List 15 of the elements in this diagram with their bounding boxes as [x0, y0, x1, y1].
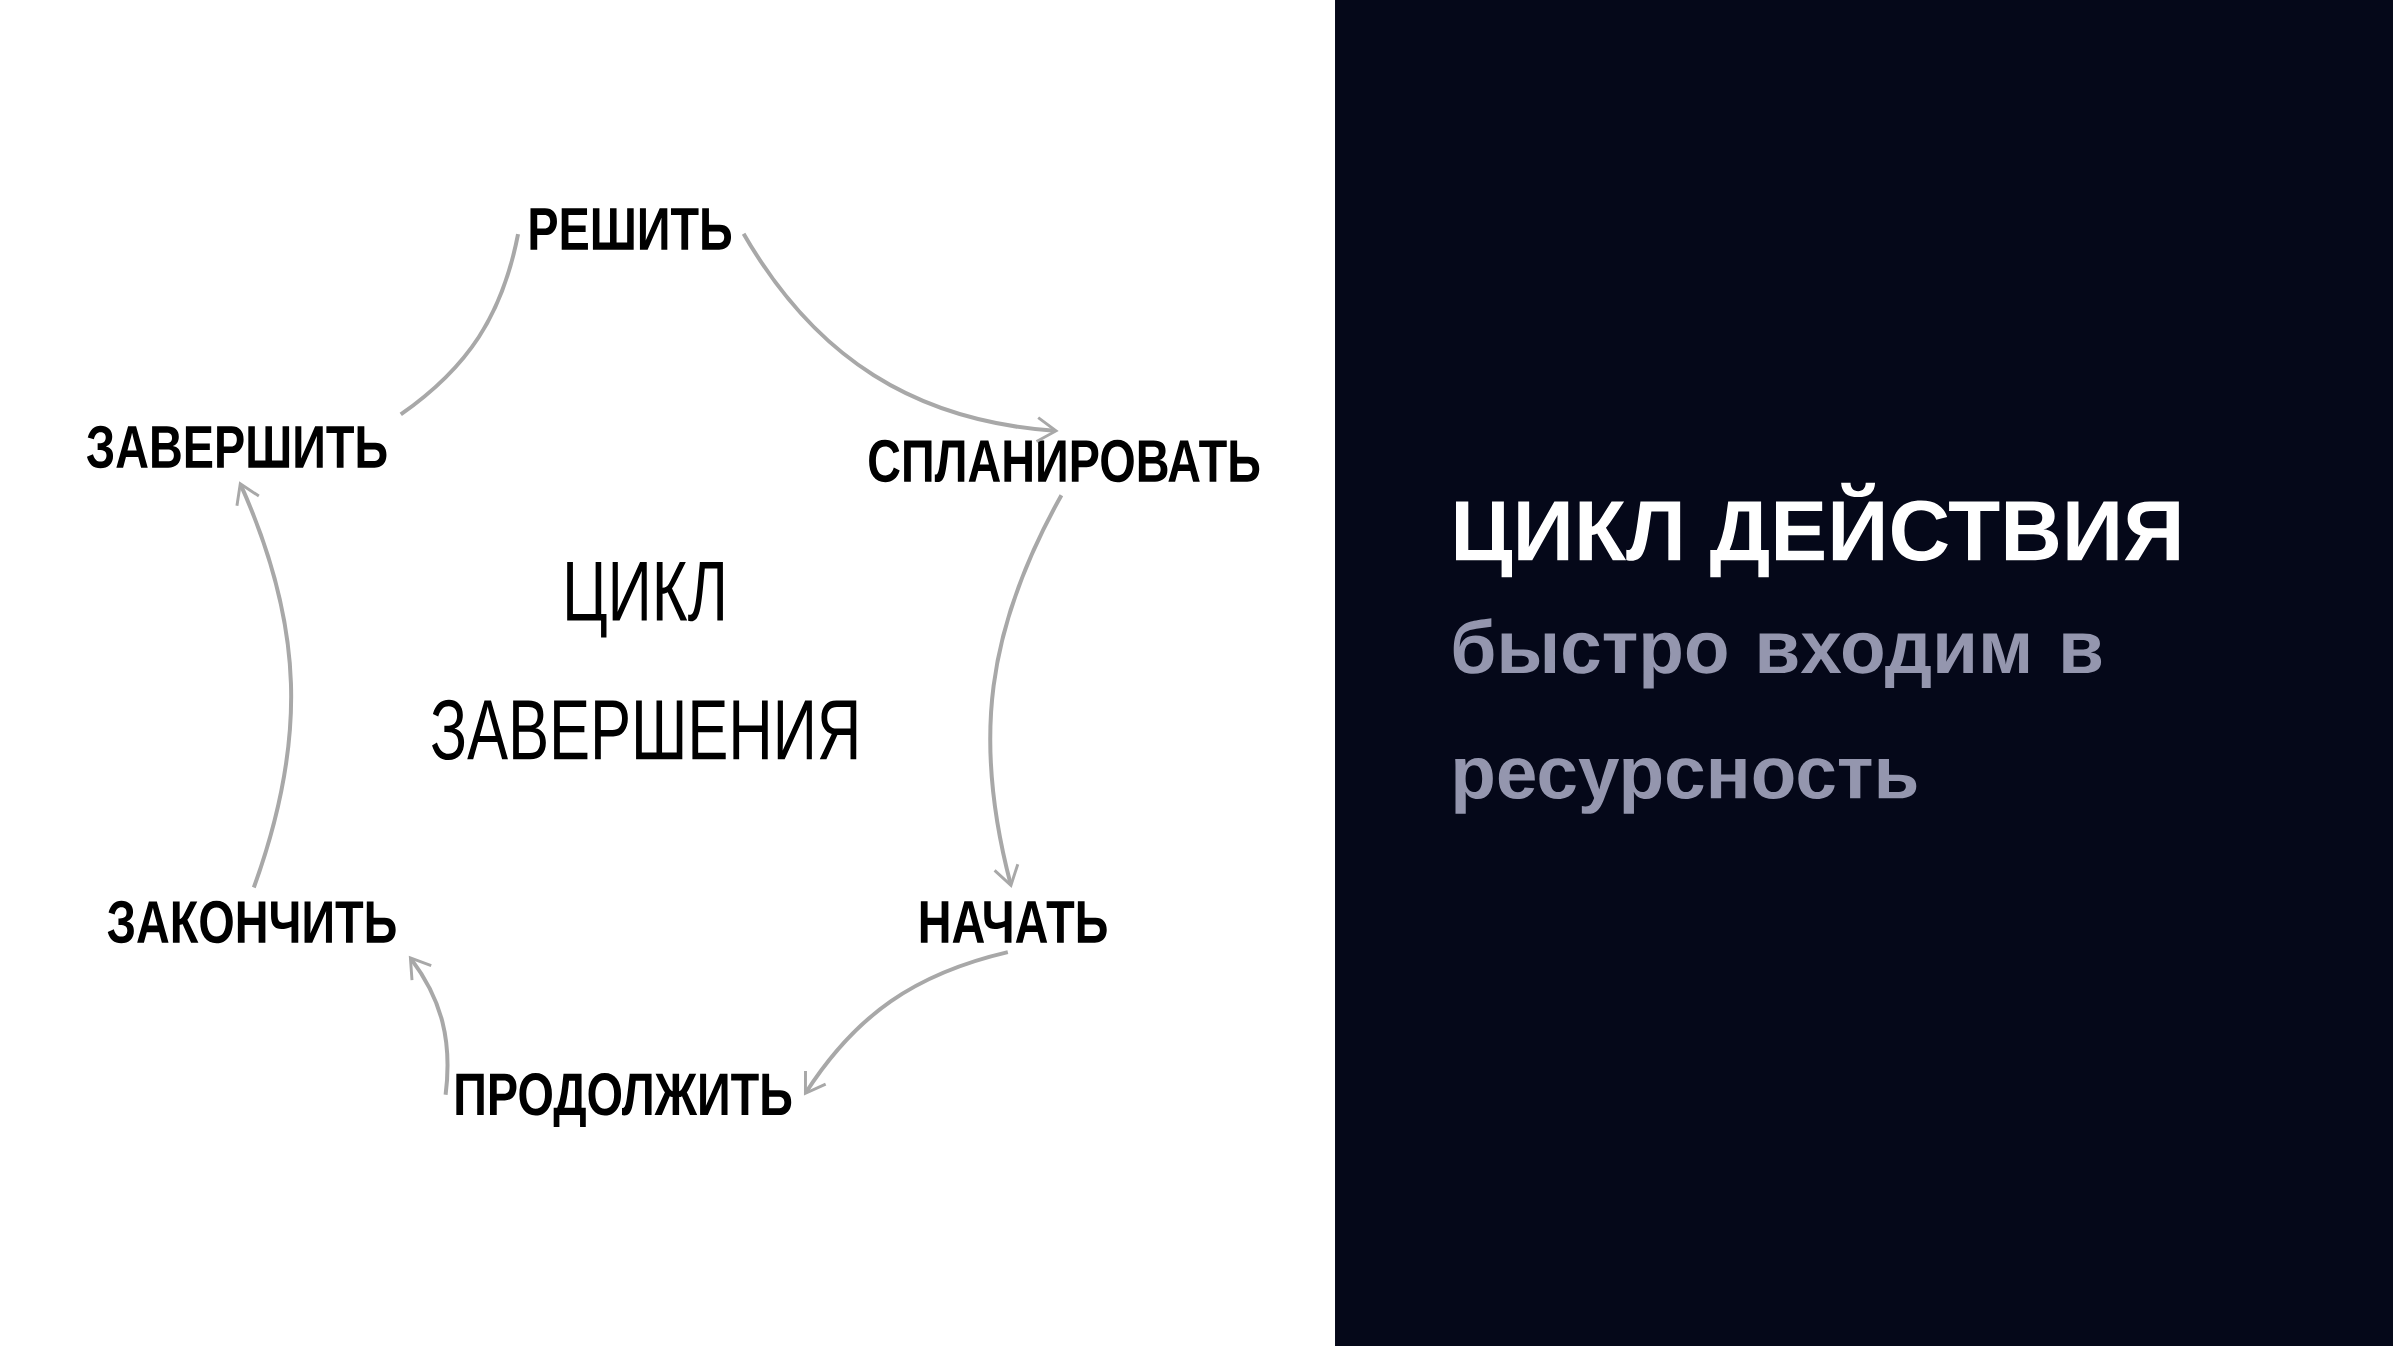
cycle-title: ЦИКЛ ЗАВЕРШЕНИЯ [432, 561, 857, 761]
arrow [741, 232, 1059, 443]
arrow [235, 481, 293, 889]
heading: ЦИКЛ ДЕЙСТВИЯ [1456, 482, 2179, 578]
arrow [408, 955, 450, 1095]
connector-line [399, 233, 520, 417]
arrow [803, 950, 1009, 1096]
step-label: ЗАВЕРШИТЬ [86, 425, 387, 469]
subtitle: быстро входим в ресурсность [1453, 618, 2102, 814]
step-label: ПРОДОЛЖИТЬ [456, 1073, 792, 1127]
arrow [988, 494, 1064, 888]
step-label: СПЛАНИРОВАТЬ [869, 439, 1260, 483]
step-label: НАЧАТЬ [920, 901, 1107, 943]
step-label: ЗАКОНЧИТЬ [107, 900, 396, 944]
step-label: РЕШИТЬ [530, 208, 732, 250]
